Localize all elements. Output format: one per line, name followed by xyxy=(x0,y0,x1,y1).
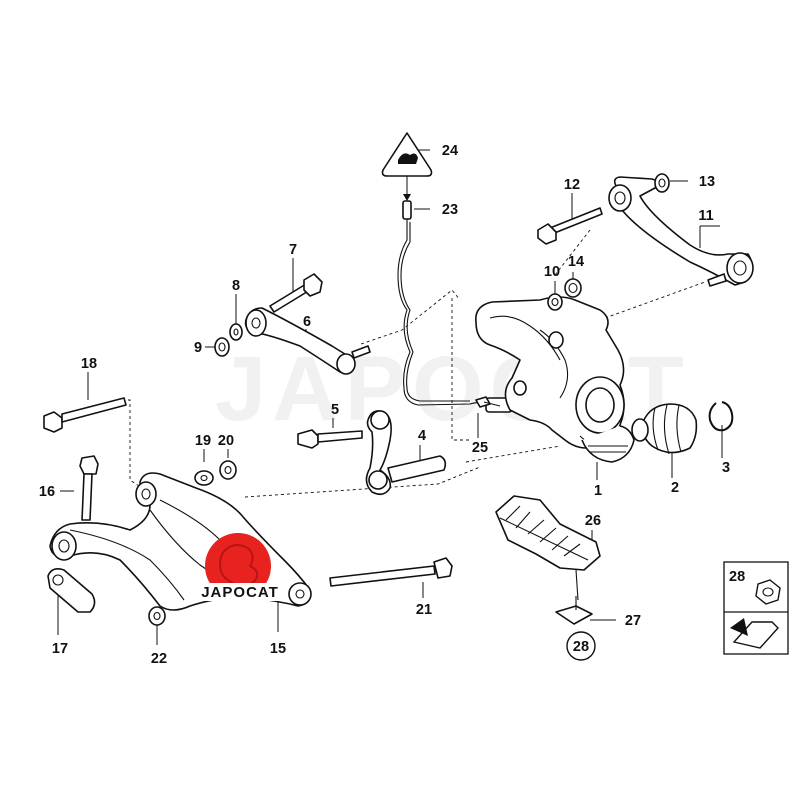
part-21-bolt xyxy=(329,557,453,587)
callout-27: 27 xyxy=(625,613,641,629)
part-27-clip xyxy=(555,596,593,625)
part-12-bolt xyxy=(537,207,603,245)
circled-callout-28: 28 xyxy=(566,631,596,661)
part-20-nut xyxy=(219,460,237,480)
callout-6: 6 xyxy=(303,314,311,330)
callout-21: 21 xyxy=(416,602,432,618)
part-23-abs-sensor xyxy=(397,200,513,413)
callout-7: 7 xyxy=(289,242,297,258)
callout-2: 2 xyxy=(671,480,679,496)
callout-17: 17 xyxy=(52,641,68,657)
part-19-washer xyxy=(194,470,214,486)
part-25-bolt xyxy=(475,396,501,408)
callout-13: 13 xyxy=(699,174,715,190)
callout-25: 25 xyxy=(472,440,488,456)
callout-16: 16 xyxy=(39,484,55,500)
callout-26: 26 xyxy=(585,513,601,529)
logo-text: JAPOCAT xyxy=(201,584,279,601)
arrow-icon xyxy=(730,618,779,649)
callout-10: 10 xyxy=(544,264,560,280)
callout-11: 11 xyxy=(698,208,713,224)
callout-23: 23 xyxy=(442,202,458,218)
japocat-logo: JAPOCAT xyxy=(200,533,280,601)
callout-9: 9 xyxy=(194,340,202,356)
part-18-bolt xyxy=(43,397,127,433)
callout-20: 20 xyxy=(218,433,234,449)
callout-18: 18 xyxy=(81,356,97,372)
part-1-wheel-carrier xyxy=(475,296,635,463)
hex-nut-icon xyxy=(755,579,781,605)
callout-4: 4 xyxy=(418,428,426,444)
part-3-circlip xyxy=(708,401,734,432)
callout-3: 3 xyxy=(722,460,730,476)
part-7-bolt xyxy=(269,273,323,313)
callout-12: 12 xyxy=(564,177,580,193)
part-13-nut xyxy=(654,173,670,193)
part-10-nut xyxy=(547,293,563,311)
part-9-nut xyxy=(214,337,230,357)
part-16-bolt xyxy=(79,455,99,521)
callout-8: 8 xyxy=(232,278,240,294)
callout-14: 14 xyxy=(568,254,584,270)
callout-1: 1 xyxy=(594,483,602,499)
part-24-warning-label xyxy=(381,132,433,177)
callout-15: 15 xyxy=(270,641,286,657)
part-8-washer xyxy=(229,323,243,341)
part-11-upper-control-arm xyxy=(608,176,754,286)
legend-box: 28 xyxy=(723,561,789,655)
part-11-stud xyxy=(707,273,727,287)
callout-19: 19 xyxy=(195,433,211,449)
part-5-bolt xyxy=(297,429,363,449)
part-26-harness xyxy=(495,495,601,601)
legend-label: 28 xyxy=(729,569,745,585)
callout-labels: 1 2 3 4 5 6 7 8 9 10 11 12 13 14 15 16 1… xyxy=(39,143,730,667)
callout-24: 24 xyxy=(442,143,458,159)
part-6-guide-link xyxy=(244,307,371,375)
part-2-boot xyxy=(631,403,698,455)
part-22-nut xyxy=(148,606,166,626)
part-14-bushing xyxy=(564,278,582,298)
circled-callout-text: 28 xyxy=(573,639,589,655)
part-4-toe-link xyxy=(365,410,447,496)
callout-22: 22 xyxy=(151,651,167,667)
callout-5: 5 xyxy=(331,402,339,418)
part-17-bracket xyxy=(47,568,96,613)
